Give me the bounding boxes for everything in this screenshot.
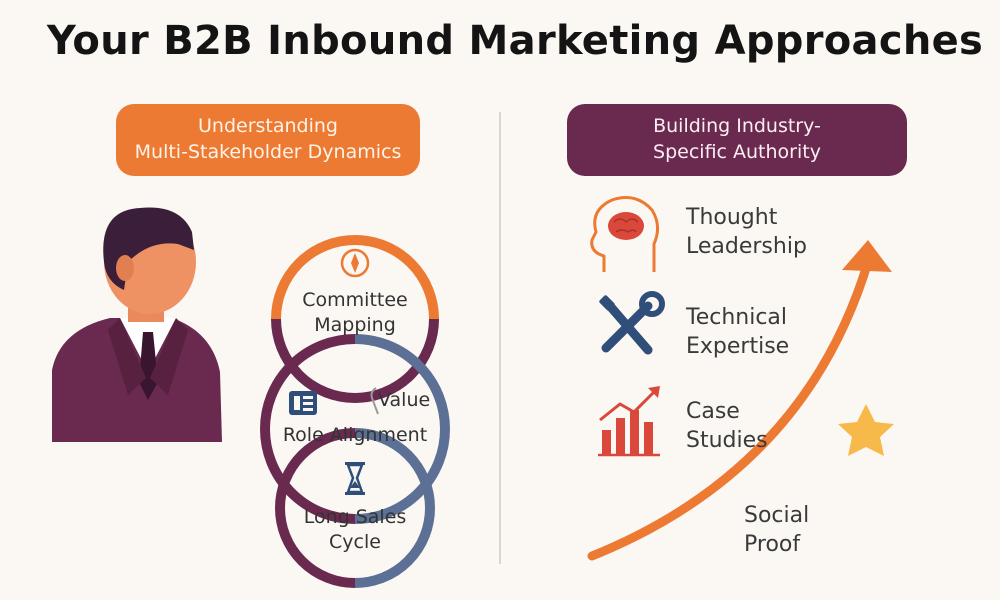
column-divider [499,112,501,564]
sales-cycle-circle [275,428,435,588]
social-proof-label: Social Proof [744,503,810,557]
long-sales-cycle-label: Long Sales Cycle [303,506,407,553]
hourglass-icon [345,462,365,495]
businessman-icon [52,207,222,442]
right-header-line2: Specific Authority [653,141,821,163]
right-header-line1: Building Industry- [653,115,821,138]
value-callout-line [370,387,379,415]
role-alignment-circle [260,334,450,524]
left-header-line2: Multi-Stakeholder Dynamics [134,141,402,163]
thought-leadership-label: Thought Leadership [686,205,807,259]
left-header-line1: Understanding [198,115,338,138]
growth-arrow [587,240,892,561]
technical-expertise-label: Technical Expertise [686,305,790,359]
document-icon [289,391,317,415]
page-title: Your B2B Inbound Marketing Approaches [46,18,984,64]
case-studies-label: Case Studies [686,399,768,453]
committee-mapping-label: Committee Mapping [302,289,408,336]
growth-chart-icon [598,386,660,457]
value-callout-label: Value [378,389,431,411]
role-alignment-label: Role Alignment [282,424,428,446]
star-icon [838,404,894,456]
tools-icon [599,291,665,355]
right-header-pill: Building Industry- Specific Authority [567,104,907,176]
left-header-pill: Understanding Multi-Stakeholder Dynamics [116,104,420,176]
compass-icon [340,248,370,278]
brain-head-icon [590,196,659,272]
committee-circle [271,235,439,403]
